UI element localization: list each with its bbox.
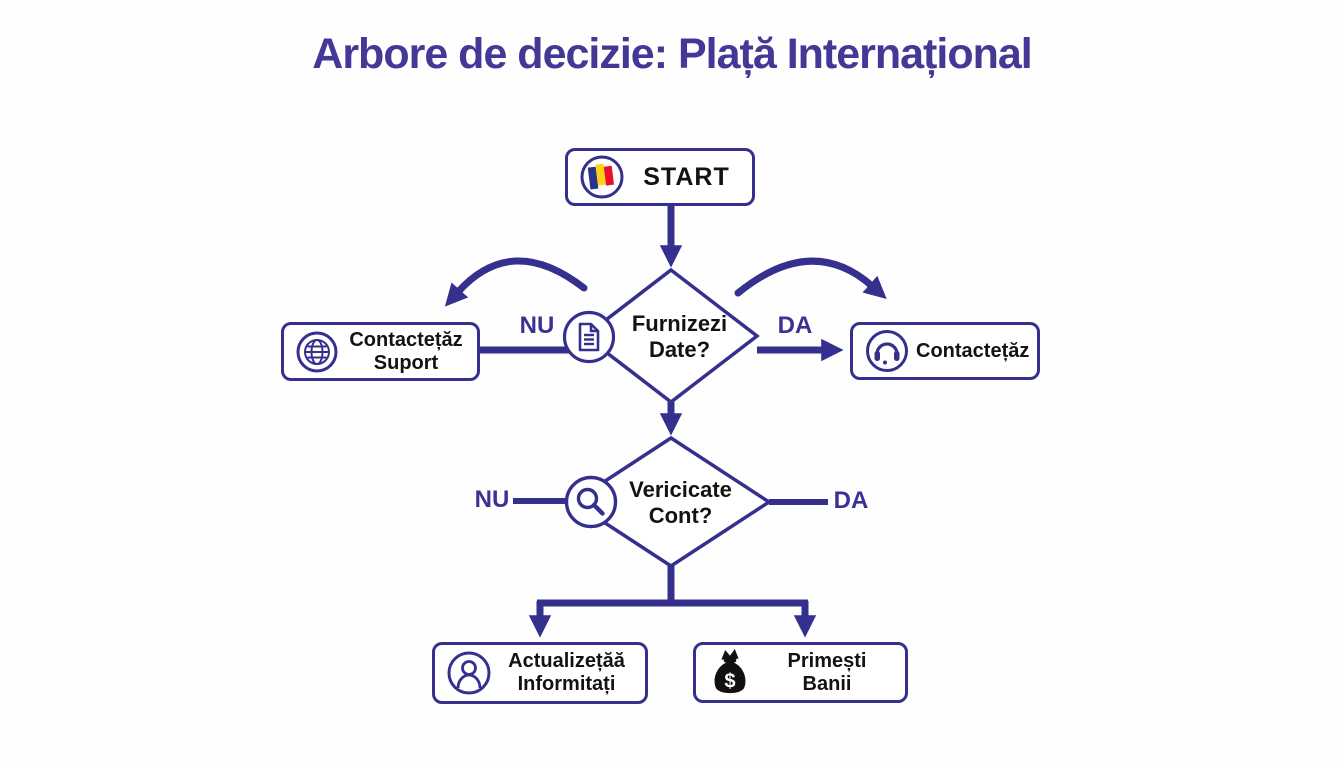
money-bag-icon: $ — [707, 648, 753, 698]
page-title: Arbore de decizie: Plață Internațional — [312, 30, 1032, 78]
curved-arrow-right — [734, 257, 887, 299]
decision1-yes-label: DA — [777, 312, 813, 339]
receive-node: $ Primești Banii — [693, 642, 908, 703]
contact-node: Contactețăz — [850, 322, 1040, 380]
decision1-label: Furnizezi Date? — [631, 311, 728, 363]
decision2-no-label: NU — [474, 486, 510, 513]
headset-icon — [864, 328, 910, 374]
romania-flag-icon — [579, 154, 625, 200]
decision2-yes-label: DA — [833, 487, 869, 514]
receive-label: Primești Banii — [787, 649, 867, 695]
decision2-label: Vericicate Cont? — [629, 477, 732, 529]
update-node: Actualizețăă Informitați — [432, 642, 648, 704]
magnifier-icon — [564, 475, 618, 529]
dollar-sign: $ — [724, 670, 735, 692]
globe-icon — [295, 330, 339, 374]
decision1-diamond — [582, 267, 760, 405]
start-label: START — [643, 162, 730, 191]
document-icon — [562, 310, 616, 364]
curved-arrow-left — [444, 257, 588, 307]
person-icon — [446, 650, 492, 696]
decision1-no-label: NU — [519, 312, 555, 339]
update-label: Actualizețăă Informitați — [508, 650, 625, 695]
contact-label: Contactețăz — [916, 339, 1030, 362]
support-label: Contactețăz Suport — [349, 328, 463, 374]
support-node: Contactețăz Suport — [281, 322, 480, 381]
start-node: START — [565, 148, 755, 206]
